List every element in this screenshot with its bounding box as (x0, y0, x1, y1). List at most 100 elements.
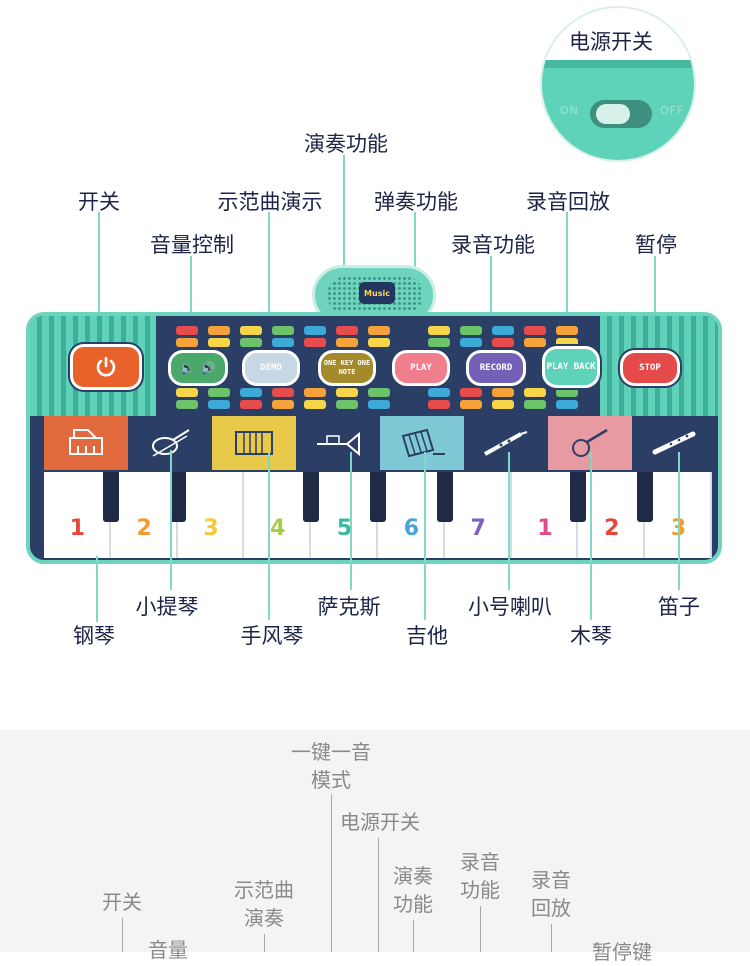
led-light (304, 326, 326, 335)
led-light (524, 326, 546, 335)
led-light (428, 326, 450, 335)
key-number: 1 (69, 516, 86, 541)
bottom-label-pause: 暂停键 (592, 940, 652, 964)
white-key[interactable] (177, 472, 245, 558)
sax-tile[interactable] (296, 416, 380, 470)
bottom-line-playback (551, 924, 552, 952)
led-light (176, 400, 198, 409)
bottom-line-switch (122, 918, 123, 952)
led-light (556, 388, 578, 397)
key-number: 6 (403, 516, 420, 541)
black-key[interactable] (303, 472, 320, 522)
label-guitar: 吉他 (406, 624, 448, 648)
key-number: 7 (470, 516, 486, 541)
demo-button[interactable]: DEMO (242, 350, 300, 386)
white-key[interactable] (44, 472, 111, 558)
white-key[interactable] (444, 472, 512, 558)
led-light (272, 326, 294, 335)
bottom-label-volume: 音量 (148, 938, 188, 962)
flute-icon (652, 431, 696, 455)
leader-line-playback (566, 212, 568, 362)
one-key-one-note-button[interactable]: ONE KEY ONE NOTE (318, 350, 376, 386)
piano-tile[interactable] (44, 416, 128, 470)
bottom-line-perform (413, 920, 414, 952)
record-button[interactable]: RECORD (466, 350, 526, 386)
black-key[interactable] (570, 472, 587, 522)
key-number: 1 (537, 516, 553, 541)
led-light (556, 400, 578, 409)
label-violin: 小提琴 (135, 595, 199, 619)
white-key[interactable] (578, 472, 646, 558)
bottom-diagram: 一键一音 模式 电源开关 开关 示范曲 演奏 演奏 功能 录音 功能 录音 回放… (0, 730, 750, 964)
bottom-label-switch: 开关 (102, 890, 142, 914)
trumpet-icon (317, 431, 360, 457)
led-light (208, 400, 230, 409)
switch-off-text: OFF (660, 104, 685, 117)
led-light (524, 338, 546, 347)
power-button[interactable] (70, 344, 142, 390)
led-light (368, 326, 390, 335)
bottom-line-one-key (331, 794, 332, 952)
led-light (492, 326, 514, 335)
volume-down-icon: 🔈 (180, 360, 196, 375)
black-key[interactable] (637, 472, 654, 522)
white-key[interactable] (311, 472, 378, 558)
label-flute: 笛子 (658, 595, 700, 619)
volume-up-icon: 🔊 (200, 360, 216, 375)
white-key[interactable] (110, 472, 178, 558)
led-light (304, 338, 326, 347)
white-key[interactable] (511, 472, 579, 558)
bottom-label-perform: 演奏 功能 (393, 864, 433, 916)
black-key[interactable] (436, 472, 453, 522)
xylophone-tile[interactable] (380, 416, 464, 470)
piano-icon (69, 429, 103, 455)
stop-button[interactable]: STOP (620, 350, 680, 386)
led-light (336, 326, 358, 335)
power-slider-knob[interactable] (596, 104, 630, 124)
label-demo: 示范曲演示 (217, 190, 323, 214)
play-button[interactable]: PLAY (392, 350, 450, 386)
piano-mat: 🔈 🔊 DEMO ONE KEY ONE NOTE PLAY RECORD PL… (26, 312, 722, 564)
bottom-line-record (480, 906, 481, 952)
key-number: 2 (136, 516, 152, 541)
accordion-tile[interactable] (212, 416, 296, 470)
power-icon (96, 356, 116, 377)
led-light (524, 400, 546, 409)
label-play: 弹奏功能 (374, 190, 458, 214)
leader-line-pause (654, 256, 656, 362)
led-light (460, 388, 482, 397)
black-key[interactable] (102, 472, 119, 522)
leader-line-perform (343, 155, 345, 362)
led-light (368, 338, 390, 347)
flute-tile[interactable] (632, 416, 716, 470)
led-light (556, 338, 578, 347)
led-light (336, 400, 358, 409)
black-key[interactable] (169, 472, 186, 522)
bottom-label-power: 电源开关 (340, 810, 420, 834)
white-key[interactable] (244, 472, 312, 558)
led-light (556, 326, 578, 335)
clarinet-tile[interactable] (464, 416, 548, 470)
bottom-label-record: 录音 功能 (460, 850, 500, 902)
led-light (492, 338, 514, 347)
volume-button[interactable]: 🔈 🔊 (168, 350, 228, 386)
led-light (176, 326, 198, 335)
bottom-line-power (378, 838, 379, 952)
led-light (208, 326, 230, 335)
label-pause: 暂停 (635, 233, 677, 257)
led-light (176, 338, 198, 347)
label-playback: 录音回放 (526, 190, 610, 214)
label-sax: 萨克斯 (317, 595, 381, 619)
bottom-label-one-key: 一键一音 模式 (291, 740, 371, 792)
play-back-button[interactable]: PLAY BACK (542, 346, 600, 388)
led-light (304, 400, 326, 409)
white-key[interactable] (378, 472, 445, 558)
led-light (240, 388, 262, 397)
key-number: 2 (604, 516, 620, 541)
bottom-line-demo (264, 934, 265, 952)
power-switch-inset: ON OFF (540, 6, 696, 162)
label-trumpet: 小号喇叭 (468, 595, 552, 619)
bottom-label-playback: 录音 回放 (531, 868, 571, 920)
black-key[interactable] (370, 472, 386, 522)
led-light (428, 338, 450, 347)
